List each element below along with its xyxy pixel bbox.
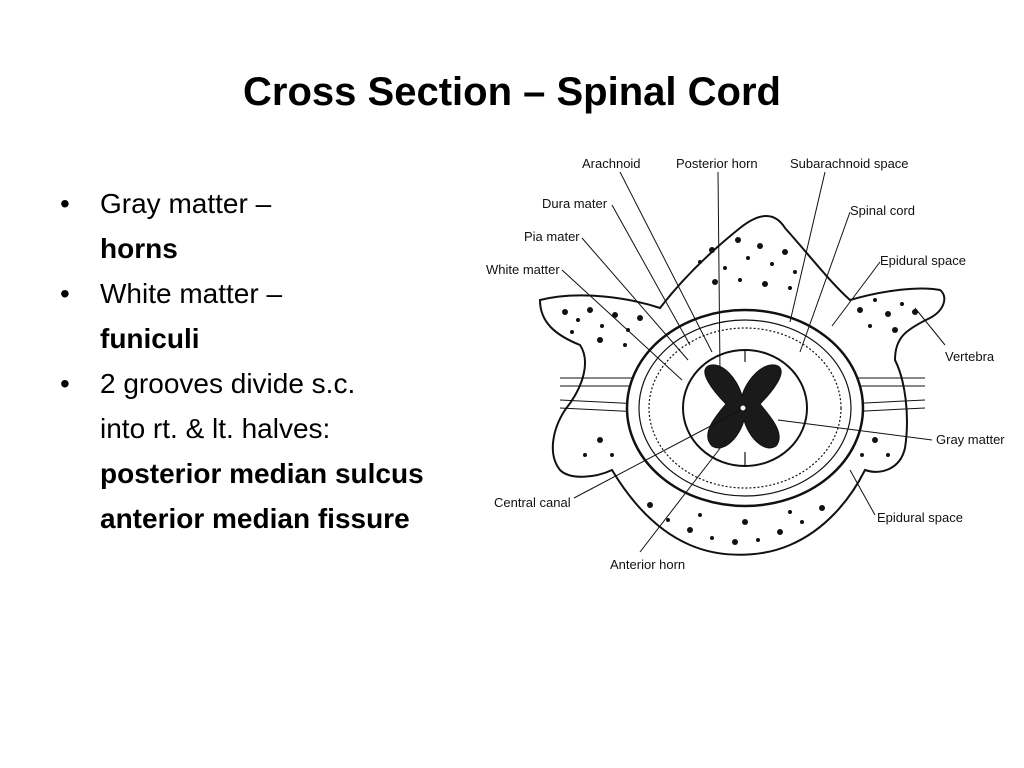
bullet-continuation: into rt. & lt. halves: — [60, 409, 424, 454]
label-subarachnoid-space: Subarachnoid space — [790, 156, 909, 171]
bullet-line: • White matter – — [60, 274, 424, 319]
bullet-dot: • — [60, 188, 70, 219]
bullet-list: • Gray matter – horns • White matter – fun… — [60, 184, 424, 544]
bullet-continuation: horns — [60, 229, 424, 274]
bullet-dot: • — [60, 278, 70, 309]
bullet-text: White matter – — [100, 278, 283, 309]
label-arachnoid: Arachnoid — [582, 156, 641, 171]
bullet-continuation: anterior median fissure — [60, 499, 424, 544]
spinal-cord-diagram: Arachnoid Posterior horn Subarachnoid sp… — [480, 145, 1024, 585]
label-dura-mater: Dura mater — [542, 196, 608, 211]
label-gray-matter: Gray matter — [936, 432, 1005, 447]
bullet-dot: • — [60, 368, 70, 399]
diagram-labels: Arachnoid Posterior horn Subarachnoid sp… — [486, 156, 1005, 572]
label-pia-mater: Pia mater — [524, 229, 580, 244]
bullet-text: horns — [100, 233, 178, 264]
spinal-cord-section — [682, 349, 808, 467]
bullet-text: into rt. & lt. halves: — [100, 413, 331, 444]
bullet-line: • Gray matter – — [60, 184, 424, 229]
bullet-text: anterior median fissure — [100, 503, 410, 534]
bullet-text: funiculi — [100, 323, 200, 354]
label-posterior-horn: Posterior horn — [676, 156, 758, 171]
label-central-canal: Central canal — [494, 495, 571, 510]
bullet-line: • 2 grooves divide s.c. — [60, 364, 424, 409]
spinal-cord-svg: Arachnoid Posterior horn Subarachnoid sp… — [486, 156, 1005, 572]
label-spinal-cord: Spinal cord — [850, 203, 915, 218]
leader-lines — [561, 171, 946, 553]
bullet-continuation: funiculi — [60, 319, 424, 364]
bullet-text: Gray matter – — [100, 188, 272, 219]
label-white-matter: White matter — [486, 262, 560, 277]
label-epidural-space-bottom: Epidural space — [877, 510, 963, 525]
bullet-continuation: posterior median sulcus — [60, 454, 424, 499]
slide-title: Cross Section – Spinal Cord — [243, 70, 781, 114]
label-epidural-space-top: Epidural space — [880, 253, 966, 268]
bullet-text: 2 grooves divide s.c. — [100, 368, 356, 399]
label-anterior-horn: Anterior horn — [610, 557, 685, 572]
label-vertebra: Vertebra — [945, 349, 995, 364]
bullet-text: posterior median sulcus — [100, 458, 424, 489]
